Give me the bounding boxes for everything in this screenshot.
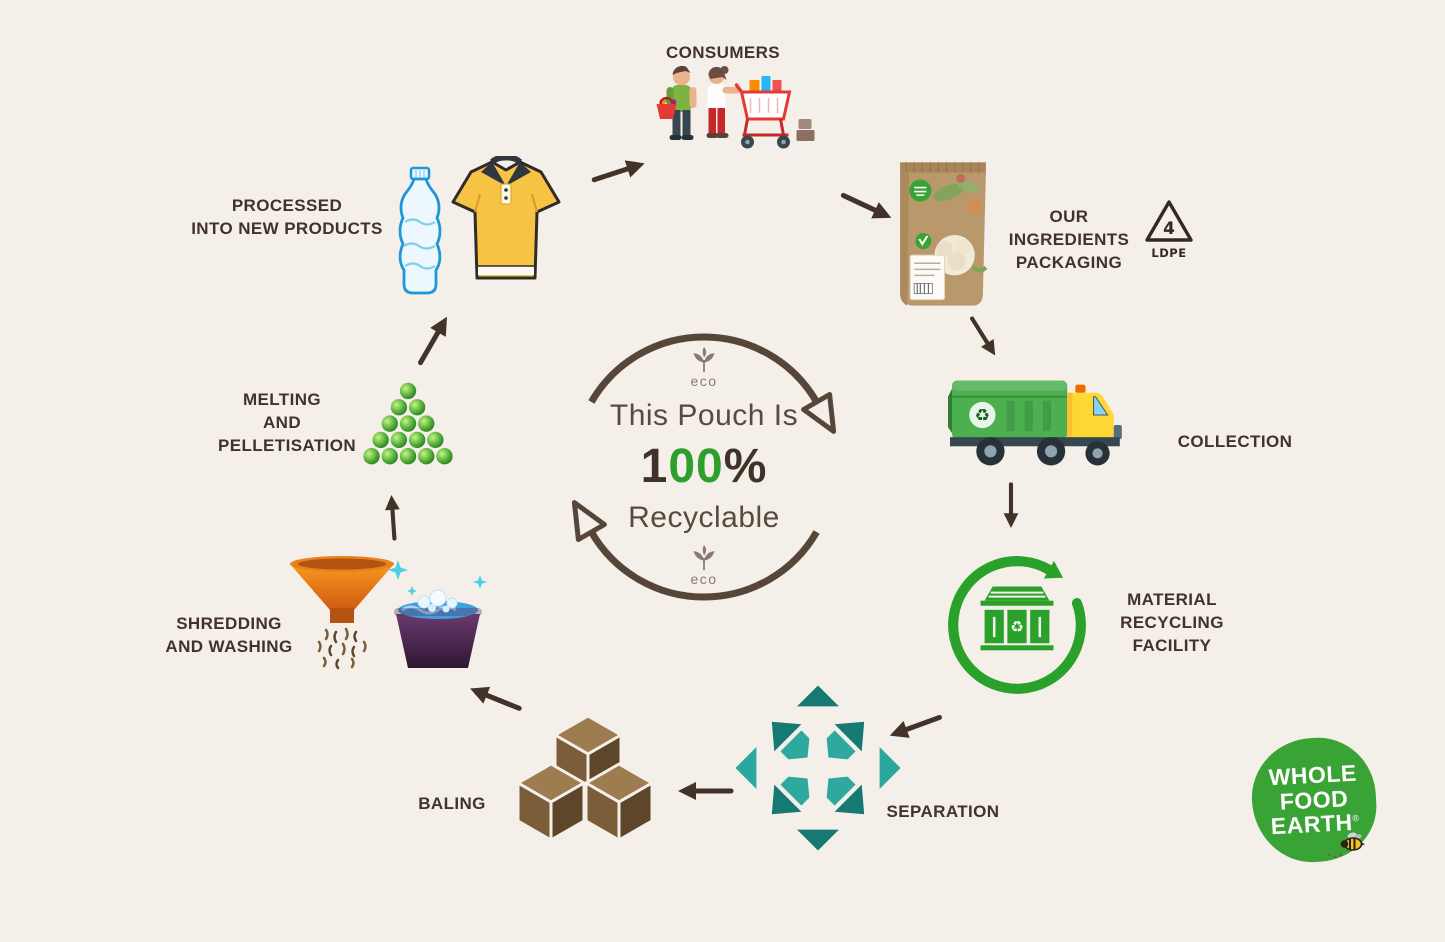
eco-mark-top: eco: [687, 347, 721, 389]
recycle-symbol: ♻: [975, 406, 990, 426]
water-bottle-icon: [390, 166, 450, 301]
flow-arrow-separation-to-baling: [678, 779, 734, 803]
claim-percent: 100%: [640, 440, 768, 493]
recycle-symbol: ♻: [1010, 618, 1024, 636]
sparkle-icon: [388, 560, 408, 580]
label-consumers: CONSUMERS: [665, 43, 781, 62]
label-melting-pelletisation: MELTING AND PELLETISATION: [218, 390, 357, 455]
cycle-arrows: [571, 333, 837, 601]
pellets-icon: [360, 378, 456, 472]
flow-arrow-melting-to-products: [409, 311, 458, 371]
eco-leaf-icon: [693, 347, 715, 373]
flow-arrow-collection-to-facility: [999, 482, 1023, 528]
eco-leaf-icon: [693, 545, 715, 571]
eco-label: eco: [690, 571, 718, 587]
bee-icon: [1326, 832, 1366, 858]
ldpe-code: LDPE: [1151, 246, 1186, 260]
cycle-center: eco This Pouch Is 100% Recyclable eco: [543, 306, 865, 628]
baling-cubes-icon: [506, 702, 661, 847]
shredder-icon: [286, 552, 398, 670]
sparkle-icon: [473, 575, 487, 589]
label-processed-new-products: PROCESSED INTO NEW PRODUCTS: [191, 196, 383, 238]
flow-arrow-products-to-consumers: [588, 152, 649, 192]
claim-line-2: Recyclable: [628, 501, 780, 534]
eco-mark-bottom: eco: [687, 545, 721, 587]
registered-mark: ®: [1352, 813, 1360, 824]
claim-line-1: This Pouch Is: [609, 399, 799, 432]
label-separation: SEPARATION: [886, 802, 1000, 821]
ldpe-number: 4: [1163, 219, 1175, 239]
ldpe-recycling-icon: 4 LDPE: [1140, 194, 1198, 270]
sparkle-icon: [407, 586, 417, 596]
recycling-facility-icon: ♻: [940, 548, 1094, 702]
flow-arrow-shredding-to-melting: [379, 494, 406, 542]
label-collection: COLLECTION: [1177, 432, 1293, 451]
tshirt-icon: [447, 156, 565, 301]
label-shredding-washing: SHREDDING AND WASHING: [165, 614, 293, 656]
label-baling: BALING: [418, 794, 486, 813]
percent-zeros: 00: [668, 440, 724, 493]
label-material-recycling-facility: MATERIAL RECYCLING FACILITY: [1120, 590, 1224, 655]
washing-icon: [380, 556, 495, 674]
flow-arrow-facility-to-separation: [886, 705, 947, 747]
cycle-arrowhead-left: [571, 500, 607, 542]
garbage-truck-icon: ♻: [948, 366, 1140, 473]
cycle-arrowhead-right: [801, 392, 837, 434]
pouch-icon: [890, 158, 996, 312]
label-packaging: OUR INGREDIENTS PACKAGING: [1008, 207, 1130, 272]
center-claim: eco This Pouch Is 100% Recyclable eco: [543, 306, 865, 628]
flow-arrow-baling-to-shredding: [466, 677, 527, 720]
separation-icon: [735, 685, 901, 851]
eco-label: eco: [690, 373, 718, 389]
facility-arrowhead: [1043, 560, 1063, 579]
flow-arrow-packaging-to-collection: [961, 310, 1006, 362]
flow-arrow-consumers-to-packaging: [836, 183, 897, 228]
consumers-illustration: [653, 60, 831, 182]
